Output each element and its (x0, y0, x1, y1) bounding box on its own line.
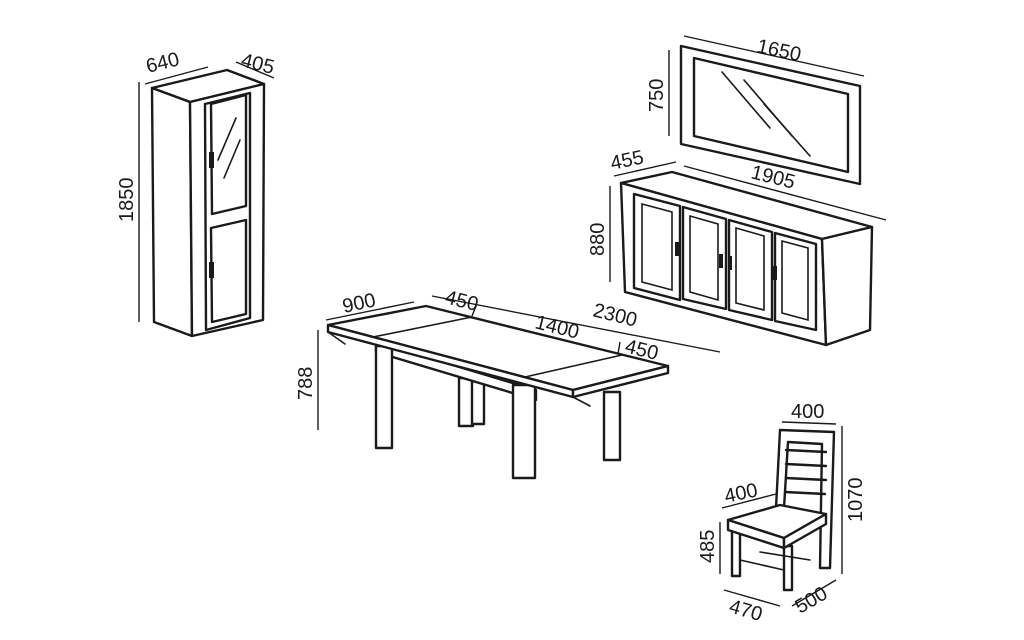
sideboard-door-panel (735, 226, 765, 312)
mirror-height-label: 750 (646, 79, 668, 112)
chair-back-slat (784, 462, 828, 468)
dimension-tick (617, 341, 621, 355)
extension-leaf-seam (372, 316, 473, 338)
sideboard-handle (773, 266, 777, 280)
sideboard-depth-dimension-line (613, 161, 677, 177)
cabinet-handle (209, 152, 214, 168)
table-extended-length-dimension-line (431, 295, 721, 353)
cabinet-lower-panel (209, 218, 248, 324)
table-top-edge (571, 364, 670, 399)
chair-stretcher (759, 551, 811, 561)
wall-mirror (668, 35, 865, 186)
sideboard-handle (719, 254, 723, 268)
chair-seat-height-label: 485 (697, 530, 719, 563)
extension-leaf-seam (524, 354, 623, 378)
chair-depth-dimension-line (791, 579, 837, 607)
table-leg (470, 378, 486, 426)
table-leg (602, 390, 622, 462)
chair-back-width-dimension-line (781, 421, 837, 425)
chair-width-dimension-line (723, 589, 781, 607)
sideboard-door-panel (689, 214, 719, 302)
chair-depth-label: 500 (792, 583, 832, 619)
chair-back-slat (784, 448, 828, 454)
mirror-width-dimension-line (683, 35, 865, 77)
chair-seat-width-dimension-line (721, 493, 777, 509)
sideboard-door (681, 205, 728, 311)
cabinet-side (150, 86, 194, 338)
table-depth-label: 900 (340, 289, 377, 317)
sideboard-door-panel (781, 239, 809, 322)
glass-reflection-line (223, 139, 241, 179)
dining-chair (719, 421, 843, 607)
sideboard-door (773, 231, 818, 332)
dimension-tick (471, 305, 477, 317)
cabinet-height-label: 1850 (116, 178, 138, 223)
sideboard-height-label: 880 (587, 223, 609, 256)
cabinet-depth-dimension-line (235, 61, 275, 79)
table-leg (374, 344, 394, 450)
mirror-width-label: 1650 (755, 35, 803, 66)
chair-height-label: 1070 (845, 478, 867, 523)
chair-back-slat (783, 490, 827, 496)
cabinet-glass-panel (209, 93, 248, 216)
table-extended-length-label: 2300 (591, 300, 640, 332)
mirror-glass (692, 56, 850, 174)
glass-reflection-line (217, 117, 237, 161)
chair-leg (730, 528, 742, 578)
sideboard-side (820, 225, 874, 347)
sideboard (609, 161, 887, 347)
chair-back-slat (784, 476, 828, 482)
cabinet-handle (209, 262, 214, 278)
sideboard-handle (728, 256, 732, 270)
chair-stretcher (739, 559, 785, 571)
table-leg (511, 383, 537, 480)
mirror-reflection-line (763, 103, 811, 157)
extension-leaf-slide (327, 331, 346, 345)
chair-leg (782, 544, 794, 592)
extendable-dining-table (317, 295, 721, 480)
table-depth-dimension-line (325, 301, 415, 321)
chair-seat-edge (782, 512, 828, 550)
sideboard-door-panel (641, 202, 673, 292)
sideboard-door (727, 218, 774, 322)
chair-seat-width-label: 400 (722, 479, 759, 507)
chair-back-width-label: 400 (791, 401, 824, 423)
extension-leaf-slide (572, 396, 591, 407)
sideboard-door (632, 192, 682, 302)
cabinet-depth-label: 405 (239, 50, 277, 79)
table-height-label: 788 (295, 367, 317, 400)
cabinet-width-label: 640 (144, 48, 182, 77)
sideboard-handle (675, 242, 679, 256)
cabinet-width-dimension-line (144, 66, 209, 85)
sideboard-width-dimension-line (683, 165, 887, 221)
mirror-reflection-line (721, 71, 771, 129)
display-cabinet (138, 61, 275, 338)
